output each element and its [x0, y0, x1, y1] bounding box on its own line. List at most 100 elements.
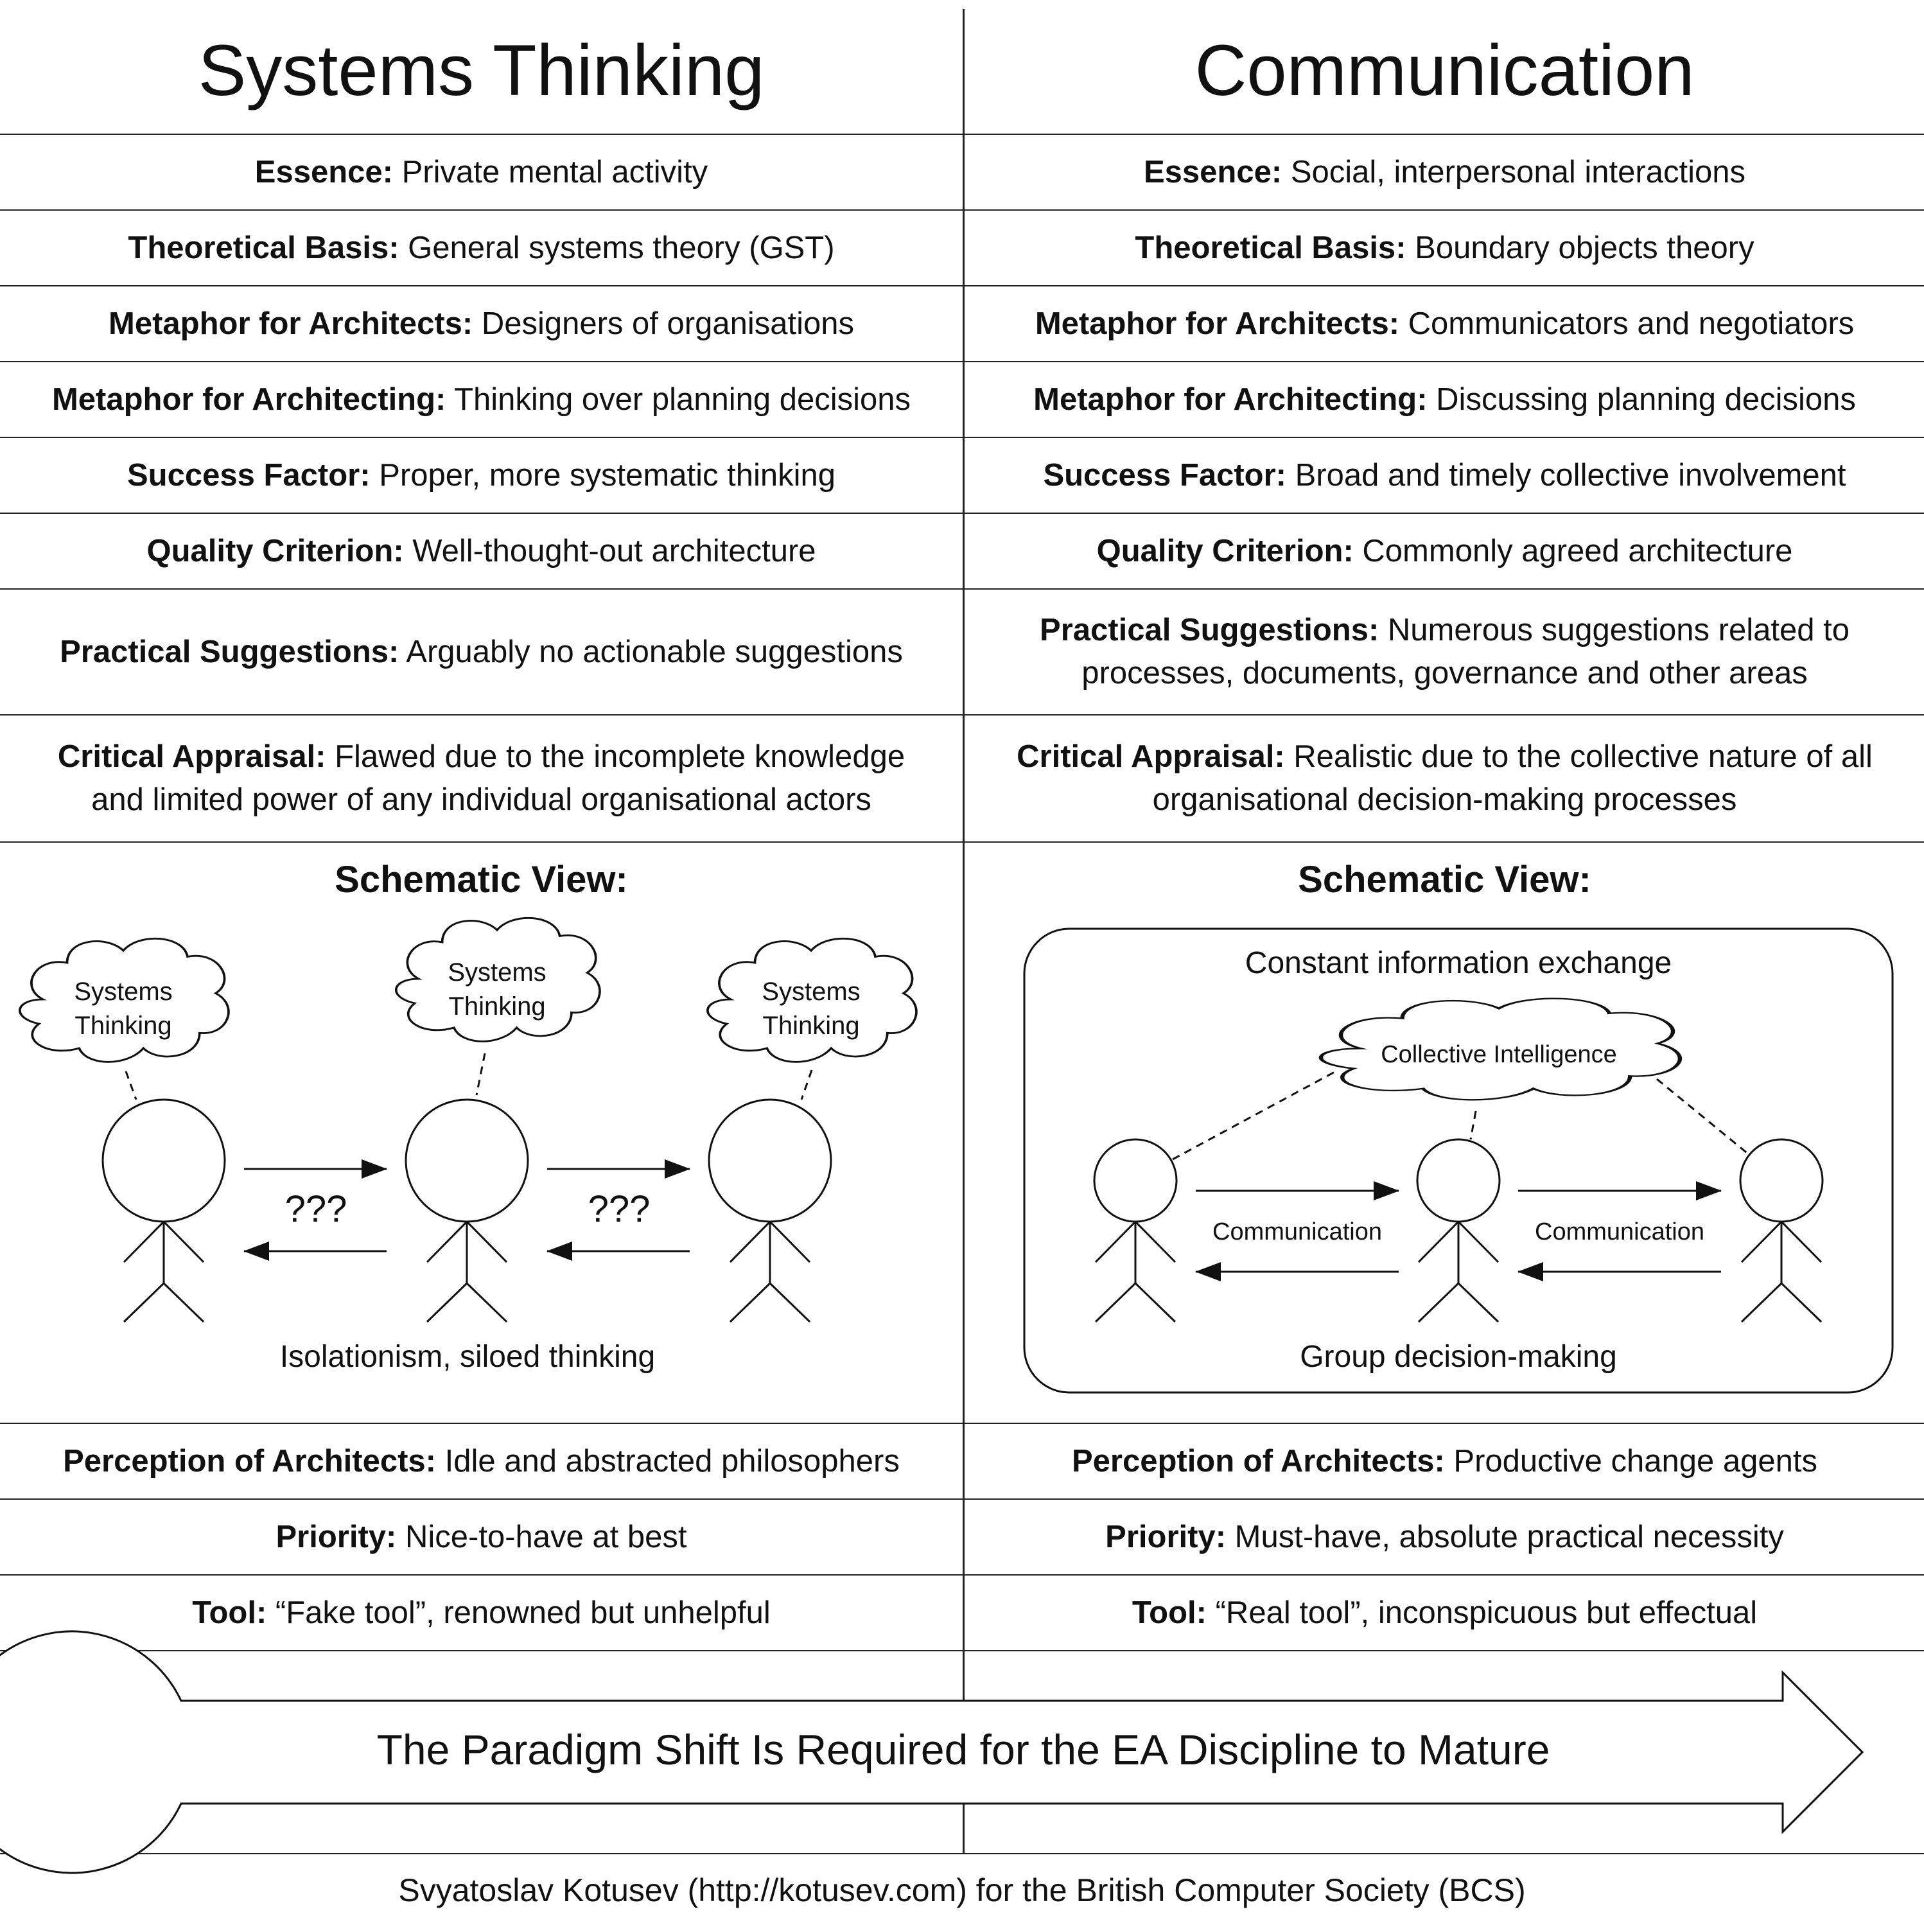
- row-label: Quality Criterion:: [146, 533, 404, 568]
- row-success-factor-left: Success Factor: Proper, more systematic …: [0, 438, 963, 513]
- row-value: “Fake tool”, renowned but unhelpful: [275, 1595, 771, 1630]
- row-value: Designers of organisations: [481, 306, 854, 341]
- row-theoretical-basis-left: Theoretical Basis: General systems theor…: [0, 211, 963, 285]
- row-label: Theoretical Basis:: [1135, 230, 1406, 265]
- person-icon: [1739, 1138, 1824, 1323]
- row-success-factor-right: Success Factor: Broad and timely collect…: [963, 438, 1924, 513]
- arrow-label: ???: [588, 1188, 651, 1230]
- schematic-title-right: Schematic View:: [1298, 859, 1591, 900]
- row-label: Theoretical Basis:: [128, 230, 399, 265]
- row-value: Discussing planning decisions: [1436, 382, 1856, 417]
- divider: [0, 1423, 1924, 1424]
- schematic-caption: Group decision-making: [1300, 1340, 1617, 1374]
- row-value: Communicators and negotiators: [1408, 306, 1855, 341]
- frame-title: Constant information exchange: [1245, 946, 1672, 980]
- row-label: Critical Appraisal:: [1017, 739, 1285, 774]
- person-icon: [708, 1098, 832, 1323]
- divider: [0, 714, 1924, 716]
- row-priority-left: Priority: Nice-to-have at best: [0, 1500, 963, 1574]
- row-label: Quality Criterion:: [1096, 533, 1354, 568]
- row-label: Success Factor:: [127, 457, 371, 493]
- divider: [0, 1853, 1924, 1854]
- footer-credit: Svyatoslav Kotusev (http://kotusev.com) …: [398, 1872, 1525, 1908]
- row-essence-left: Essence: Private mental activity: [0, 135, 963, 209]
- row-value: Productive change agents: [1453, 1443, 1818, 1479]
- cloud-text: Collective Intelligence: [1381, 1041, 1617, 1068]
- row-theoretical-basis-right: Theoretical Basis: Boundary objects theo…: [963, 211, 1924, 285]
- divider: [0, 1498, 1924, 1500]
- divider: [0, 588, 1924, 590]
- person-icon: [1093, 1138, 1178, 1323]
- schematic-title-left: Schematic View:: [335, 859, 628, 900]
- row-value: Private mental activity: [401, 154, 708, 189]
- paradigm-shift-arrow: [0, 1630, 1864, 1874]
- row-value: Arguably no actionable suggestions: [406, 634, 903, 669]
- cloud-text: Systems: [74, 978, 172, 1006]
- row-tool-left: Tool: “Fake tool”, renowned but unhelpfu…: [0, 1576, 963, 1650]
- row-practical-suggestions-left: Practical Suggestions: Arguably no actio…: [0, 590, 963, 714]
- row-value: General systems theory (GST): [408, 230, 835, 265]
- column-title-systems-thinking: Systems Thinking: [198, 30, 765, 110]
- row-perception-right: Perception of Architects: Productive cha…: [963, 1424, 1924, 1498]
- row-value: Commonly agreed architecture: [1362, 533, 1793, 568]
- row-value: Proper, more systematic thinking: [379, 457, 835, 493]
- schematic-caption: Isolationism, siloed thinking: [280, 1340, 655, 1374]
- row-label: Metaphor for Architects:: [109, 306, 473, 341]
- row-label: Success Factor:: [1043, 457, 1286, 493]
- row-essence-right: Essence: Social, interpersonal interacti…: [963, 135, 1924, 209]
- row-metaphor-architects-left: Metaphor for Architects: Designers of or…: [0, 286, 963, 361]
- column-divider: [963, 9, 965, 1854]
- divider: [0, 209, 1924, 211]
- divider: [0, 285, 1924, 286]
- column-title-communication: Communication: [1194, 30, 1695, 110]
- arrow-label: ???: [285, 1188, 347, 1230]
- communication-frame: [1023, 927, 1894, 1394]
- row-quality-criterion-right: Quality Criterion: Commonly agreed archi…: [963, 514, 1924, 588]
- row-value: Broad and timely collective involvement: [1295, 457, 1846, 493]
- row-value: Nice-to-have at best: [405, 1519, 687, 1554]
- arrow-label: Communication: [1535, 1218, 1704, 1245]
- row-label: Practical Suggestions:: [60, 634, 399, 669]
- arrow-label: Communication: [1212, 1218, 1382, 1245]
- row-critical-appraisal-right: Critical Appraisal: Realistic due to the…: [963, 716, 1924, 841]
- row-value: Well-thought-out architecture: [412, 533, 816, 568]
- divider: [0, 361, 1924, 362]
- row-value: Numerous suggestions related to processe…: [1081, 613, 1850, 690]
- cloud-text: Systems: [762, 978, 860, 1006]
- row-label: Tool:: [192, 1595, 267, 1630]
- row-value: Idle and abstracted philosophers: [444, 1443, 900, 1479]
- cloud-text: Thinking: [448, 992, 545, 1021]
- person-icon: [101, 1098, 226, 1323]
- person-icon: [1416, 1138, 1501, 1323]
- row-label: Metaphor for Architects:: [1035, 306, 1400, 341]
- row-label: Tool:: [1132, 1595, 1207, 1630]
- row-label: Practical Suggestions:: [1040, 613, 1379, 647]
- row-label: Perception of Architects:: [1071, 1443, 1445, 1479]
- row-metaphor-architects-right: Metaphor for Architects: Communicators a…: [963, 286, 1924, 361]
- row-value: Must-have, absolute practical necessity: [1234, 1519, 1784, 1554]
- cloud-text: Thinking: [74, 1012, 171, 1040]
- divider: [0, 437, 1924, 438]
- divider: [0, 513, 1924, 514]
- row-critical-appraisal-left: Critical Appraisal: Flawed due to the in…: [0, 716, 963, 841]
- row-value: Thinking over planning decisions: [454, 382, 911, 417]
- row-metaphor-architecting-right: Metaphor for Architecting: Discussing pl…: [963, 362, 1924, 437]
- person-icon: [405, 1098, 529, 1323]
- cloud-text: Systems: [448, 958, 546, 987]
- row-metaphor-architecting-left: Metaphor for Architecting: Thinking over…: [0, 362, 963, 437]
- row-label: Perception of Architects:: [63, 1443, 436, 1479]
- row-value: Boundary objects theory: [1415, 230, 1754, 265]
- row-value: Flawed due to the incomplete knowledge a…: [91, 739, 905, 817]
- row-label: Metaphor for Architecting:: [51, 382, 446, 417]
- row-label: Metaphor for Architecting:: [1033, 382, 1428, 417]
- banner-text: The Paradigm Shift Is Required for the E…: [377, 1726, 1550, 1773]
- row-label: Priority:: [1105, 1519, 1227, 1554]
- row-label: Essence:: [1144, 154, 1282, 189]
- row-label: Essence:: [254, 154, 393, 189]
- divider: [0, 134, 1924, 135]
- row-priority-right: Priority: Must-have, absolute practical …: [963, 1500, 1924, 1574]
- divider: [0, 841, 1924, 843]
- row-label: Critical Appraisal:: [57, 739, 326, 774]
- row-value: Social, interpersonal interactions: [1290, 154, 1745, 189]
